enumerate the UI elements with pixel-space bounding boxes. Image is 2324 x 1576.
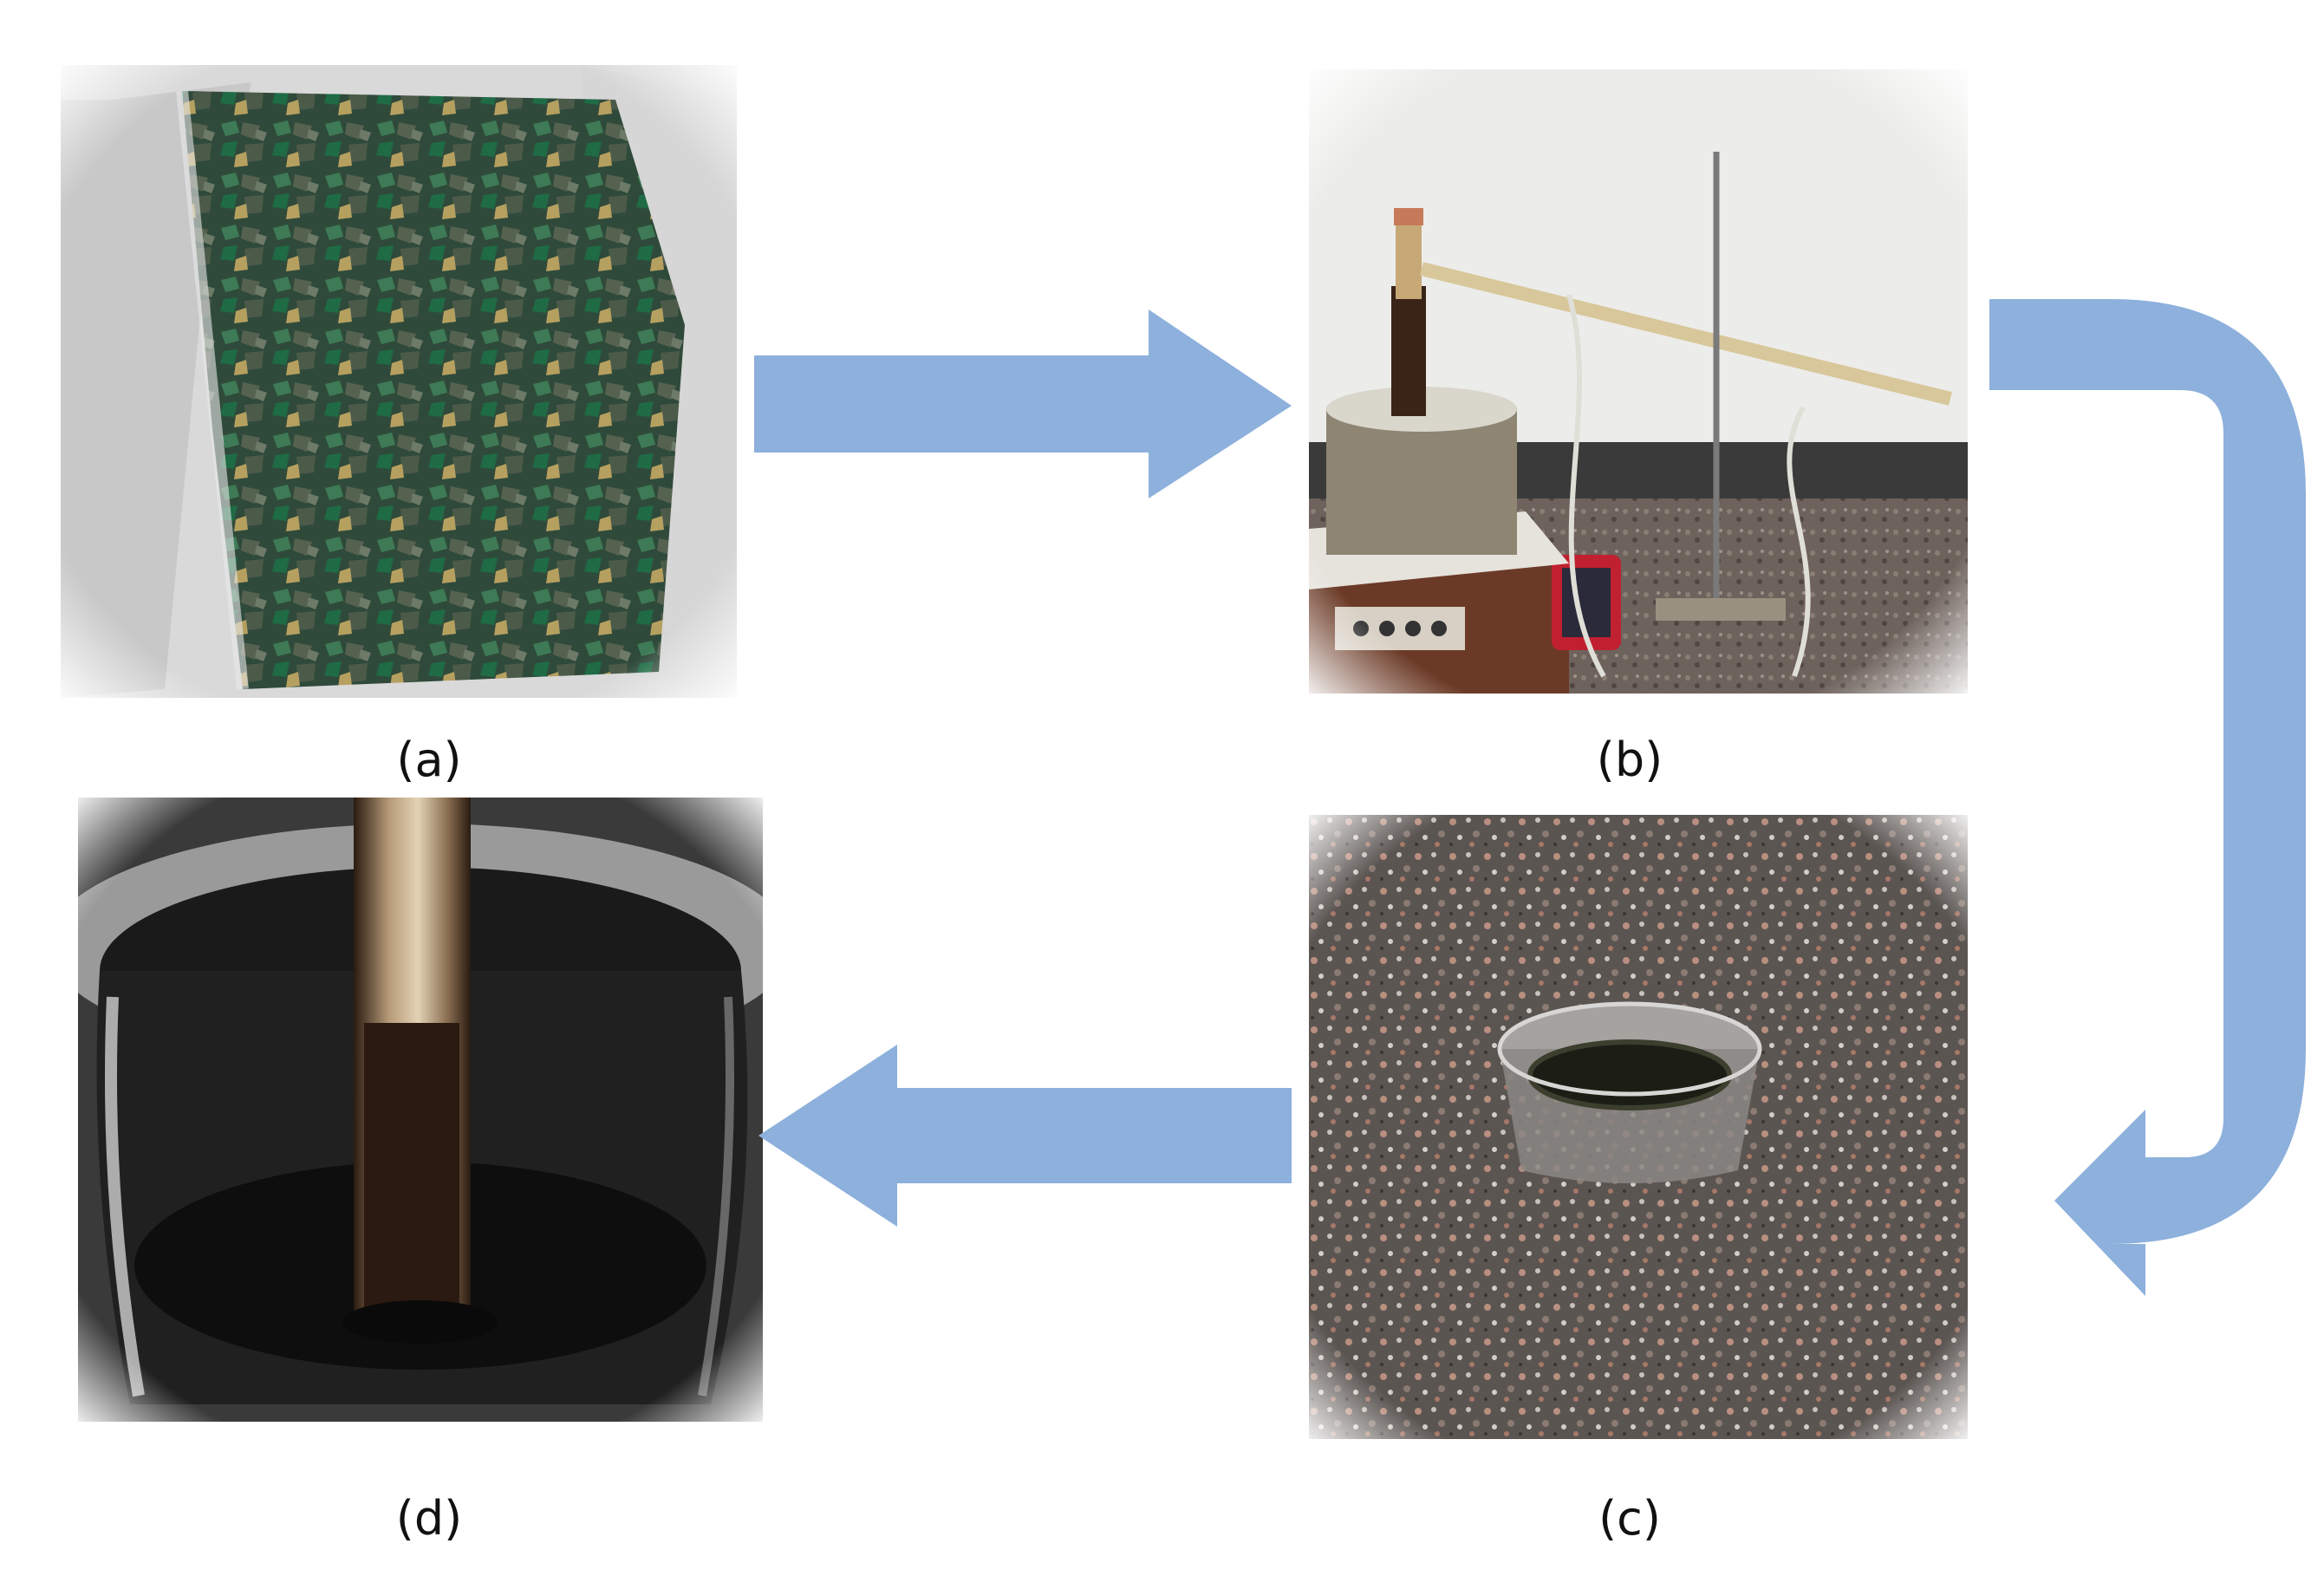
panel-a-photo xyxy=(61,65,737,698)
caption-d: (d) xyxy=(395,1491,463,1546)
panel-b-photo xyxy=(1309,69,1968,694)
caption-c: (c) xyxy=(1598,1491,1661,1546)
arrow-b-to-c xyxy=(1989,299,2306,1296)
caption-a: (a) xyxy=(396,733,462,787)
arrow-c-to-d xyxy=(758,1045,1292,1227)
panel-c-photo xyxy=(1309,815,1968,1439)
caption-b: (b) xyxy=(1596,733,1663,787)
panel-d-photo xyxy=(78,798,763,1422)
arrow-a-to-b xyxy=(754,309,1292,498)
